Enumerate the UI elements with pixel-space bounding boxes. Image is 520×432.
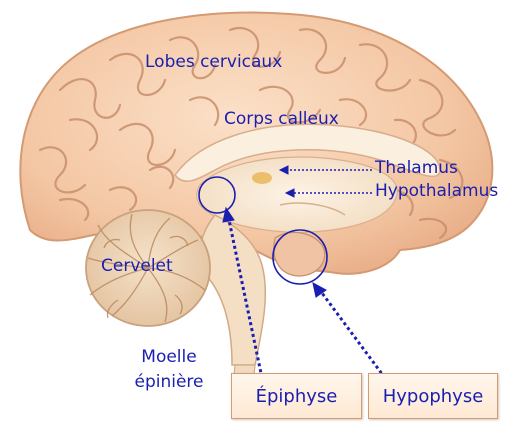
hypophyse-box: Hypophyse bbox=[368, 373, 498, 419]
spinal-cord-label-line1: Moelle bbox=[141, 347, 197, 367]
epiphyse-circle bbox=[198, 176, 236, 214]
hypophyse-circle bbox=[272, 229, 328, 285]
diencephalon bbox=[196, 156, 398, 233]
thalamus-spot bbox=[252, 172, 272, 184]
thalamus-label: Thalamus bbox=[375, 158, 458, 178]
corpus-callosum-label: Corps calleux bbox=[224, 109, 339, 129]
pointers bbox=[222, 165, 387, 379]
corpus-callosum bbox=[174, 123, 441, 182]
pituitary-region bbox=[273, 231, 326, 277]
lobes-label: Lobes cervicaux bbox=[145, 52, 283, 72]
hypothalamus-label: Hypothalamus bbox=[375, 181, 499, 201]
epiphyse-box: Épiphyse bbox=[231, 373, 362, 419]
cerebellum-folia bbox=[87, 213, 206, 323]
cerebellum-label: Cervelet bbox=[101, 256, 173, 276]
spinal-cord-label-line2: épinière bbox=[134, 372, 204, 392]
